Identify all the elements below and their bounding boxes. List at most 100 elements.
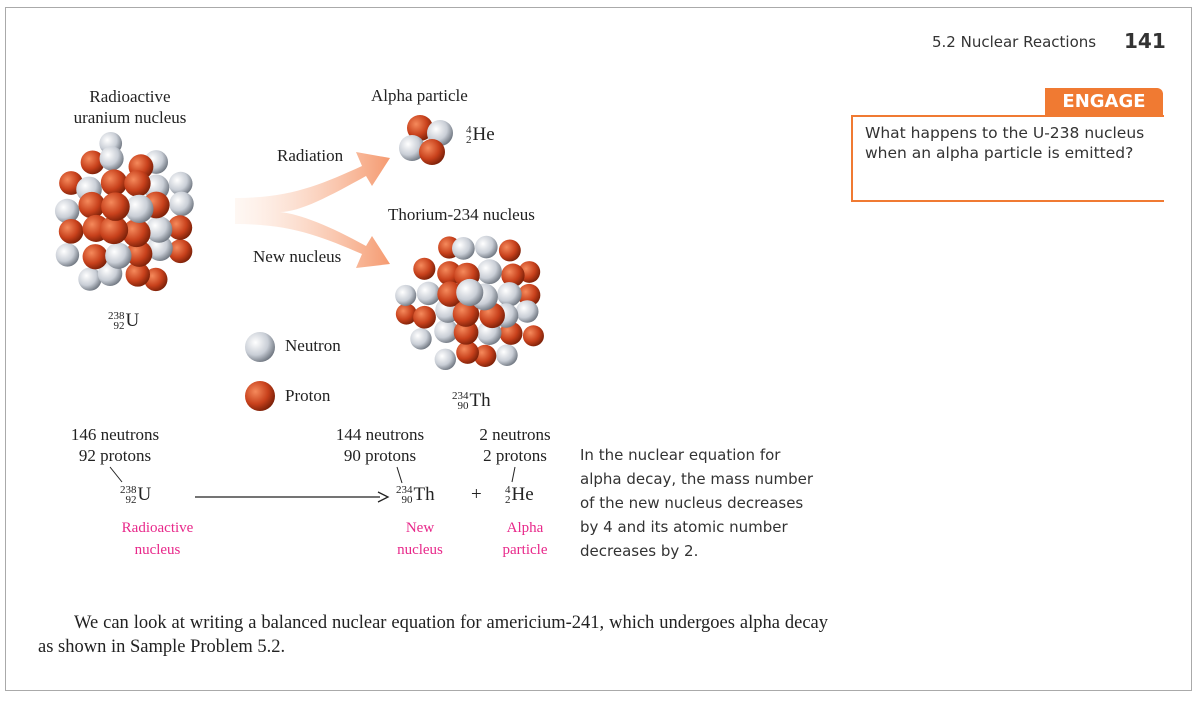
neutron-legend-icon bbox=[245, 332, 275, 362]
alpha-particle-label: Alpha particle bbox=[371, 86, 468, 105]
neutron-count: 2 neutrons bbox=[479, 425, 551, 444]
section-header: 5.2 Nuclear Reactions bbox=[932, 33, 1097, 51]
helium-counts: 2 neutrons 2 protons bbox=[455, 424, 575, 466]
legend-proton: Proton bbox=[285, 386, 331, 405]
element-symbol: Th bbox=[413, 484, 435, 505]
caption-line: New bbox=[405, 520, 435, 536]
neutron-sphere bbox=[395, 284, 417, 306]
proton-sphere bbox=[452, 300, 480, 327]
atomic-number: 90 bbox=[401, 494, 413, 506]
neutron-sphere bbox=[54, 198, 80, 224]
atomic-number: 2 bbox=[505, 494, 511, 506]
proton-sphere bbox=[99, 215, 129, 245]
atomic-number: 92 bbox=[113, 320, 125, 332]
proton-count: 2 protons bbox=[483, 446, 547, 465]
caption-line: nucleus bbox=[397, 542, 443, 558]
neutron-sphere bbox=[125, 194, 154, 224]
label-line: Radioactive bbox=[89, 87, 171, 106]
proton-sphere bbox=[168, 239, 193, 264]
thorium-counts: 144 neutrons 90 protons bbox=[310, 424, 450, 466]
engage-tab: ENGAGE bbox=[1045, 88, 1163, 115]
proton-sphere bbox=[125, 262, 150, 287]
proton-sphere bbox=[474, 344, 497, 368]
proton-sphere bbox=[413, 257, 436, 280]
mass-number: 238 bbox=[108, 310, 125, 322]
neutron-sphere bbox=[452, 237, 475, 260]
neutron-sphere bbox=[497, 282, 522, 307]
proton-sphere bbox=[517, 283, 541, 307]
alpha-decay-note: In the nuclear equation for alpha decay,… bbox=[580, 446, 814, 560]
neutron-sphere bbox=[434, 348, 457, 371]
proton-sphere bbox=[456, 341, 479, 364]
neutron-sphere bbox=[105, 242, 132, 269]
proton-sphere bbox=[395, 303, 417, 325]
alpha-particle-caption: Alpha particle bbox=[485, 517, 565, 561]
neutron-sphere bbox=[168, 171, 193, 196]
proton-sphere bbox=[80, 150, 105, 175]
uranium-nucleus-label: Radioactive uranium nucleus bbox=[60, 86, 200, 128]
proton-count: 92 protons bbox=[78, 446, 152, 465]
proton-sphere bbox=[100, 169, 128, 196]
mass-number: 234 bbox=[452, 390, 469, 402]
proton-sphere bbox=[101, 192, 130, 221]
proton-sphere bbox=[126, 240, 153, 267]
neutron-sphere bbox=[99, 146, 124, 171]
new-nucleus-caption: New nucleus bbox=[380, 517, 460, 561]
neutron-sphere bbox=[515, 300, 539, 323]
caption-line: Alpha bbox=[506, 520, 544, 536]
proton-count: 90 protons bbox=[343, 446, 417, 465]
element-symbol: Th bbox=[469, 390, 491, 411]
plus-sign: + bbox=[471, 484, 482, 505]
neutron-sphere bbox=[399, 135, 425, 161]
neutron-sphere bbox=[410, 328, 432, 350]
neutron-count: 146 neutrons bbox=[70, 425, 160, 444]
thorium-nucleus-label: Thorium-234 nucleus bbox=[388, 205, 535, 224]
neutron-sphere bbox=[456, 278, 484, 307]
neutron-count: 144 neutrons bbox=[335, 425, 425, 444]
element-symbol: He bbox=[511, 484, 534, 505]
neutron-sphere bbox=[434, 319, 459, 344]
atomic-number: 92 bbox=[125, 494, 137, 506]
proton-sphere bbox=[413, 305, 436, 329]
neutron-sphere bbox=[78, 267, 102, 291]
page-number: 141 bbox=[1124, 29, 1166, 53]
proton-sphere bbox=[58, 218, 84, 244]
mass-number: 238 bbox=[120, 484, 137, 496]
proton-sphere bbox=[82, 244, 108, 270]
caption-line: Radioactive bbox=[121, 520, 194, 536]
neutron-sphere bbox=[169, 191, 194, 217]
proton-sphere bbox=[498, 239, 521, 262]
mass-number: 4 bbox=[505, 484, 511, 496]
proton-sphere bbox=[407, 115, 433, 141]
proton-sphere bbox=[122, 218, 151, 248]
legend-neutron: Neutron bbox=[285, 336, 341, 355]
neutron-sphere bbox=[477, 259, 502, 285]
page-frame bbox=[5, 7, 1192, 691]
new-nucleus-label: New nucleus bbox=[253, 247, 342, 266]
mass-number: 4 bbox=[466, 124, 472, 136]
proton-sphere bbox=[124, 170, 151, 197]
proton-sphere bbox=[144, 267, 168, 292]
proton-legend-icon bbox=[245, 381, 275, 411]
neutron-sphere bbox=[416, 281, 441, 306]
uranium-counts: 146 neutrons 92 protons bbox=[45, 424, 185, 466]
caption-line: particle bbox=[502, 542, 548, 558]
atomic-number: 2 bbox=[466, 134, 472, 146]
neutron-sphere bbox=[496, 344, 518, 366]
neutron-sphere bbox=[145, 216, 173, 243]
neutron-sphere bbox=[475, 235, 498, 259]
proton-sphere bbox=[522, 325, 544, 347]
radiation-arrow bbox=[235, 152, 390, 268]
proton-sphere bbox=[437, 281, 463, 307]
proton-sphere bbox=[419, 139, 445, 165]
proton-sphere bbox=[78, 191, 106, 219]
element-symbol: U bbox=[125, 310, 140, 331]
